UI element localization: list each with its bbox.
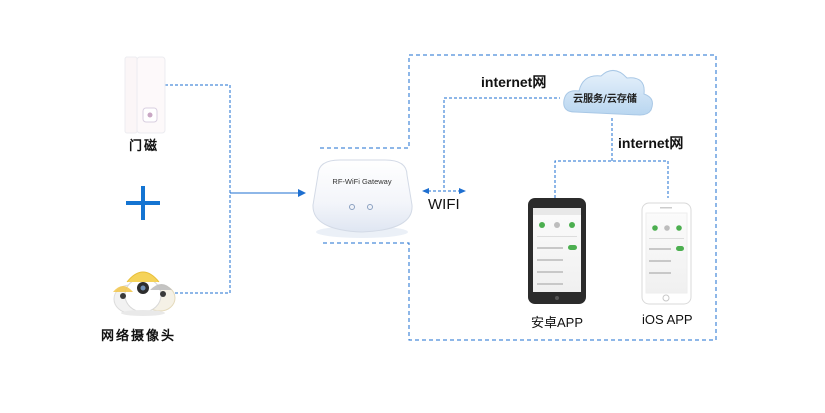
camera-label: 网络摄像头 [101,329,177,344]
gateway-device: RF-WiFi Gateway [312,159,413,238]
arrow-head [298,189,306,197]
box-path-upper [320,54,717,341]
internet-label-top: internet网 [481,74,547,90]
device-connectors [165,84,306,294]
cloud-to-apps [554,118,669,198]
camera-icon [113,271,176,316]
ios-app-label: iOS APP [642,312,693,327]
cloud-label: 云服务/云存储 [573,92,637,105]
android-app-label: 安卓APP [531,315,584,330]
internet-label-right: internet网 [618,135,684,151]
wifi-link [422,97,560,194]
android-phone [528,198,586,304]
network-box [320,54,717,341]
door-sensor [124,56,166,134]
wifi-label: WIFI [428,196,460,213]
door-sensor-link [165,84,231,193]
cloud-icon: 云服务/云存储 [563,70,653,116]
wifi-to-cloud-line [443,97,560,188]
plus-icon [126,186,160,220]
gateway-name: RF-WiFi Gateway [332,177,391,186]
camera-link [165,193,231,294]
ios-phone [641,202,692,305]
door-sensor-label: 门磁 [129,139,160,154]
